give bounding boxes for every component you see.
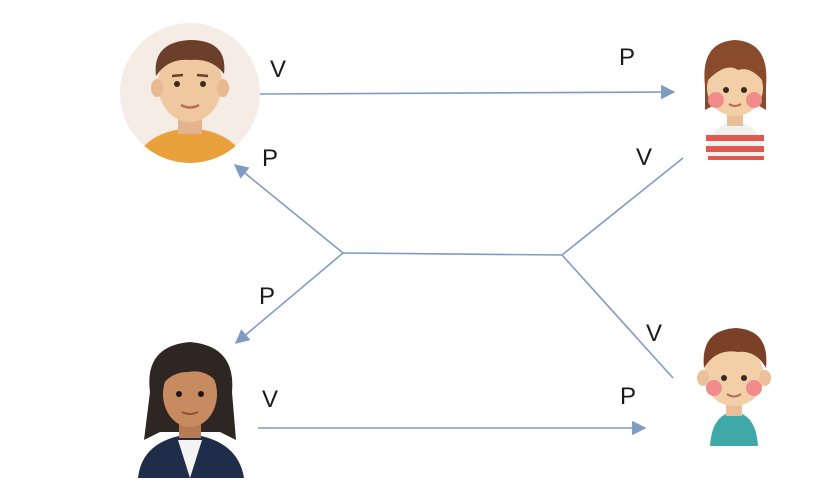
avatar-man	[120, 23, 260, 163]
label-upper-right-v: V	[636, 144, 652, 171]
label-lower-right-v: V	[646, 320, 662, 347]
label-bottom-left-v: V	[262, 386, 278, 413]
center-link	[342, 252, 563, 256]
avatar-girl	[704, 40, 767, 160]
edge-labels: V P P V P V V P	[259, 44, 662, 413]
label-top-left-v: V	[270, 56, 286, 83]
label-upper-left-p: P	[262, 145, 278, 172]
link-girl-to-center	[561, 157, 684, 256]
label-lower-left-p: P	[259, 283, 275, 310]
avatar-woman	[138, 342, 244, 478]
connections	[233, 84, 684, 436]
arrow-center-to-woman	[234, 252, 344, 344]
link-boy-to-center	[561, 254, 674, 379]
arrow-man-to-girl	[257, 84, 676, 100]
avatar-boy	[697, 328, 771, 446]
label-bottom-right-p: P	[620, 383, 636, 410]
arrow-center-to-man	[233, 164, 344, 254]
label-top-right-p: P	[619, 44, 635, 71]
